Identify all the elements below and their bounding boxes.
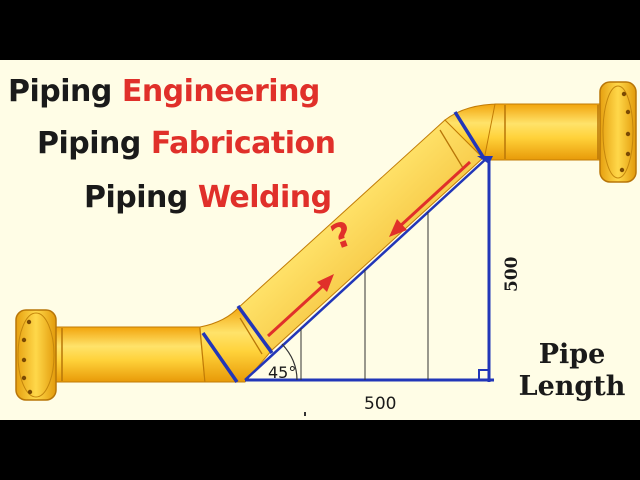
title-piping-welding: Piping Welding [84,183,332,213]
pipe-length-line2: Length [518,370,626,402]
pipe-length-label: Pipe Length [508,339,636,403]
title-word-piping: Piping [84,180,188,215]
title-piping-fabrication: Piping Fabrication [37,126,336,161]
title-word-engineering: Engineering [121,74,321,109]
title-piping-engineering: Piping Engineering [8,77,320,107]
right-flange [599,81,637,183]
weld-lines [201,111,487,383]
title-word-piping: Piping [8,74,112,109]
angle-arc [281,343,298,381]
pipe-diagram: 45° 500 500 ? [15,81,637,416]
right-pipe [483,103,606,161]
title-word-fabrication: Fabrication [150,126,336,161]
vertical-dimension: 500 [502,256,522,292]
dimension-triangle [244,156,494,382]
title-word-piping: Piping [37,126,141,161]
flow-arrow-down [389,160,472,237]
left-flange [15,309,57,401]
angle-label: 45° [268,363,296,382]
flow-arrow-up [266,274,334,338]
pipe-length-line1: Pipe [538,339,606,370]
horizontal-dimension: 500 [364,394,396,414]
guide-lines [300,212,429,416]
diagram-canvas: 45° 500 500 ? Piping Engineering Piping … [0,60,640,420]
title-word-welding: Welding [197,180,332,215]
